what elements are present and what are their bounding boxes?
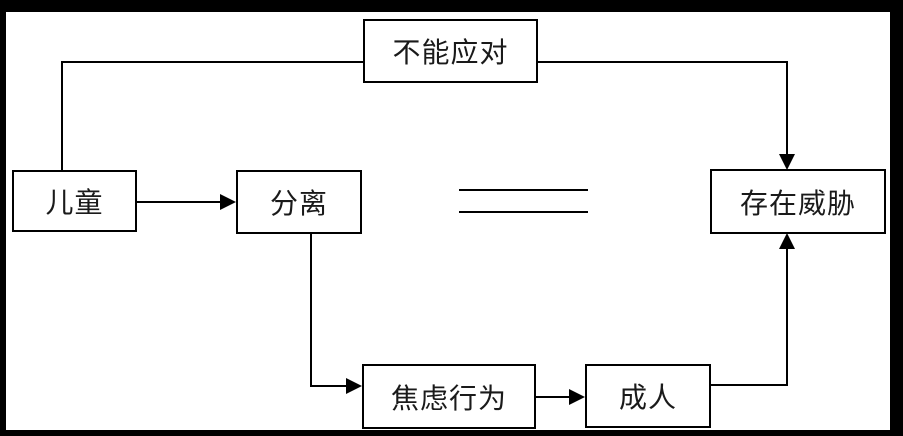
node-anxious-behavior-label: 焦虑行为: [390, 381, 507, 415]
edge-child-cannotcope-horizontal: [61, 61, 363, 63]
arrowhead-into-anxious-behavior: [346, 378, 362, 394]
node-child: 儿童: [12, 170, 137, 232]
arrowhead-into-separation: [220, 194, 236, 210]
equals-bar-bottom: [459, 211, 588, 213]
node-adult-label: 成人: [618, 381, 677, 414]
edge-cannotcope-threat-vertical: [786, 61, 788, 154]
node-anxious-behavior: 焦虑行为: [362, 364, 536, 429]
edge-separation-anxious-vertical: [310, 233, 312, 386]
frame-bottom: [0, 430, 903, 436]
node-threat-label: 存在威胁: [739, 186, 856, 220]
edge-adult-threat-horizontal: [711, 384, 788, 386]
edge-child-cannotcope-vertical: [61, 61, 63, 171]
edge-anxious-adult-line: [536, 396, 570, 398]
node-child-label: 儿童: [45, 186, 104, 219]
node-cannot-cope-label: 不能应对: [392, 36, 509, 69]
node-cannot-cope: 不能应对: [363, 19, 538, 83]
frame-right: [890, 0, 903, 436]
node-threat: 存在威胁: [710, 169, 886, 234]
node-separation-label: 分离: [269, 187, 328, 220]
frame-top: [0, 0, 903, 12]
edge-separation-anxious-horizontal: [310, 385, 347, 387]
node-separation: 分离: [236, 170, 362, 234]
arrowhead-into-threat-top: [779, 154, 795, 170]
node-adult: 成人: [585, 364, 711, 428]
edge-child-separation-line: [137, 201, 221, 203]
edge-cannotcope-threat-horizontal: [537, 61, 788, 63]
arrowhead-into-threat-bottom: [779, 233, 795, 249]
arrowhead-into-adult: [569, 389, 585, 405]
equals-bar-top: [459, 189, 588, 191]
frame-left: [0, 0, 6, 436]
edge-adult-threat-vertical: [786, 249, 788, 386]
